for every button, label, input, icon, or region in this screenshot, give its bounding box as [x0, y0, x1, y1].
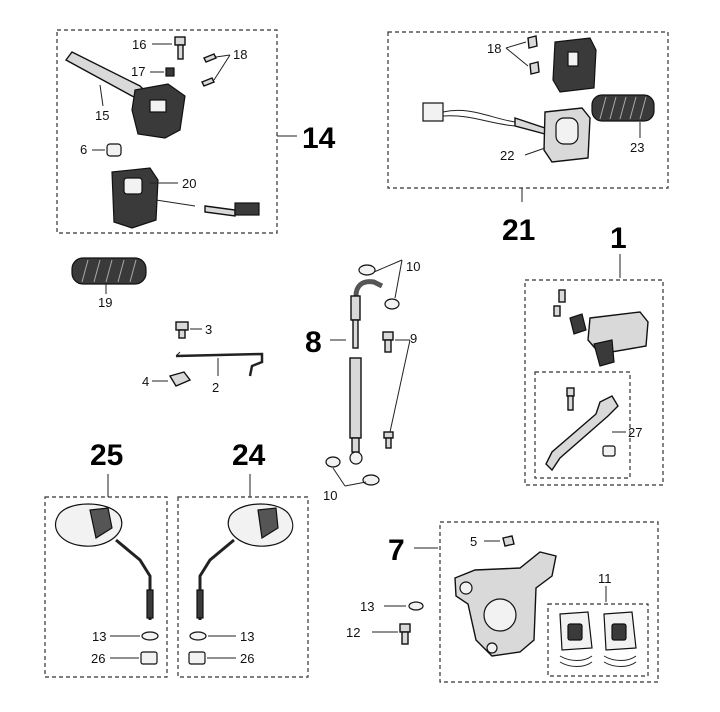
- label-26-right: 26: [240, 651, 254, 666]
- bolt-icon: [399, 623, 411, 645]
- group-24-box: [177, 496, 309, 678]
- nut-icon: [140, 651, 158, 665]
- banjo-bolt-icon: [382, 331, 394, 449]
- group-14-box: [56, 29, 278, 234]
- label-3: 3: [205, 322, 212, 337]
- nut-icon: [165, 67, 175, 77]
- switch-housing-icon: [111, 167, 260, 229]
- label-19: 19: [98, 295, 112, 310]
- label-18-right: 18: [487, 41, 501, 56]
- label-9: 9: [410, 331, 417, 346]
- screw-icon: [201, 53, 217, 87]
- group-number-25: 25: [90, 439, 123, 472]
- group-number-8: 8: [305, 326, 322, 359]
- group-number-1: 1: [610, 222, 627, 255]
- switch-cover-icon: [543, 107, 591, 163]
- label-26-left: 26: [91, 651, 105, 666]
- group-11-subbox: [547, 603, 649, 677]
- brake-lever-icon: [545, 387, 619, 472]
- rear-view-mirror-icon: [54, 503, 154, 620]
- brake-lever-icon: [64, 51, 186, 139]
- group-25-box: [44, 496, 168, 678]
- label-11: 11: [598, 571, 612, 586]
- handlebar-grip-icon: [71, 257, 147, 285]
- bolt-icon: [175, 321, 189, 339]
- label-17: 17: [131, 64, 145, 79]
- label-13-mirror-right: 13: [240, 629, 254, 644]
- group-number-7: 7: [388, 534, 405, 567]
- label-15: 15: [95, 108, 109, 123]
- brake-pad-icon: [559, 611, 637, 667]
- group-21-box: [387, 31, 669, 189]
- rear-view-mirror-icon: [196, 503, 294, 620]
- label-10-top: 10: [406, 259, 420, 274]
- washer-icon: [189, 631, 207, 641]
- handlebar-grip-icon: [591, 94, 655, 122]
- washer-icon: [408, 601, 424, 611]
- bolt-icon: [174, 36, 186, 60]
- washer-icon: [141, 631, 159, 641]
- brake-caliper-icon: [454, 551, 557, 657]
- screw-icon: [527, 35, 540, 75]
- group-number-24: 24: [232, 439, 266, 472]
- cable-rod-icon: [175, 351, 264, 377]
- label-12: 12: [346, 625, 360, 640]
- label-13-caliper: 13: [360, 599, 374, 614]
- group-number-21: 21: [502, 214, 535, 247]
- label-18-left: 18: [233, 47, 247, 62]
- label-4: 4: [142, 374, 149, 389]
- label-23: 23: [630, 140, 644, 155]
- group-27-subbox: [534, 371, 631, 479]
- label-6: 6: [80, 142, 87, 157]
- screw-icon: [502, 535, 515, 547]
- switch-block-icon: [552, 37, 597, 93]
- wiring-connector-icon: [422, 102, 546, 135]
- label-2: 2: [212, 380, 219, 395]
- master-cylinder-icon: [553, 289, 649, 367]
- label-13-mirror-left: 13: [92, 629, 106, 644]
- small-part-icon: [106, 143, 122, 157]
- label-5: 5: [470, 534, 477, 549]
- label-10-bottom: 10: [323, 488, 337, 503]
- label-22: 22: [500, 148, 514, 163]
- clip-icon: [168, 371, 192, 387]
- nut-icon: [188, 651, 206, 665]
- brake-hose-icon: [325, 264, 400, 486]
- label-16: 16: [132, 37, 146, 52]
- label-27: 27: [628, 425, 642, 440]
- group-1-box: [524, 279, 664, 486]
- group-7-box: [439, 521, 659, 683]
- label-20: 20: [182, 176, 196, 191]
- group-number-14: 14: [302, 122, 336, 155]
